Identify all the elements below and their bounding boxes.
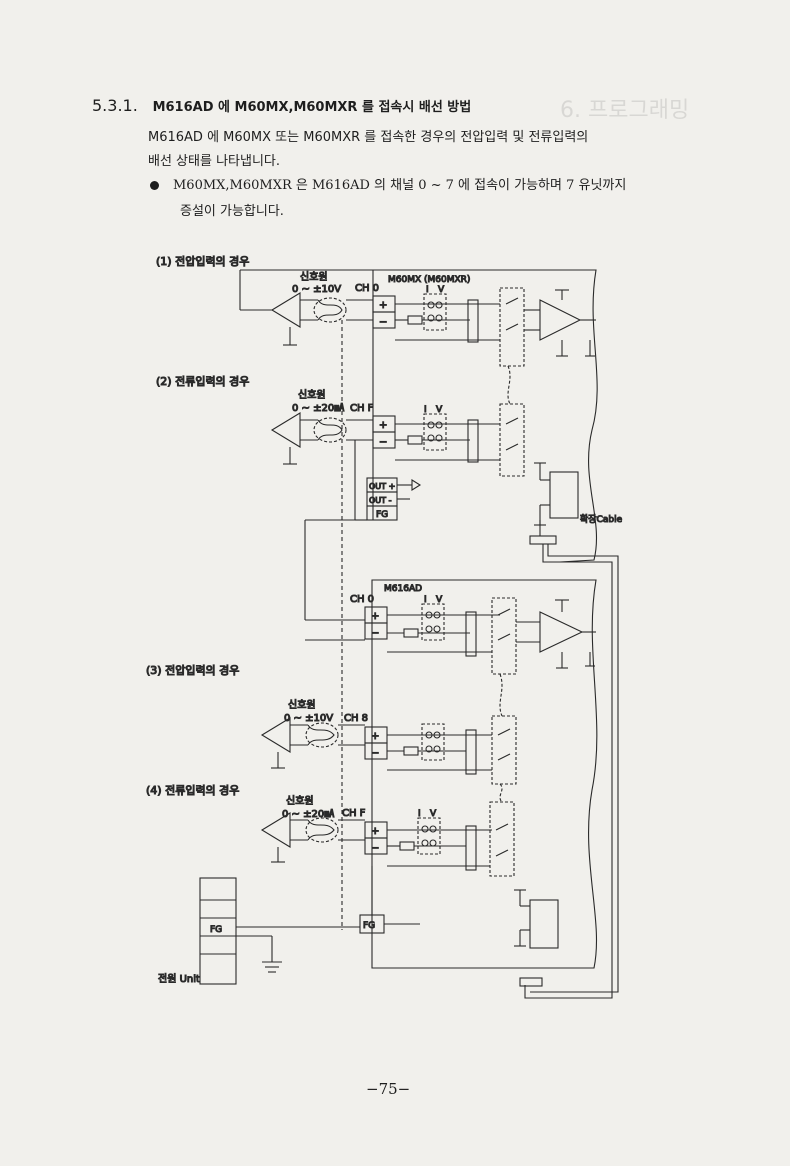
section-heading: 5.3.1. M616AD 에 M60MX,M60MXR 를 접속시 배선 방법 [92,96,471,115]
case2-channel: CH F [350,403,374,414]
fg-label-power: FG [210,925,222,935]
case3-source-icon [260,717,291,753]
case3-plus: + [371,731,379,742]
case4-minus: − [371,843,379,854]
out-plus-label: OUT + [369,482,395,491]
case2-shield-icon [313,417,347,443]
case4-channel: CH F [342,808,366,819]
case3-minus: − [371,748,379,759]
case1-channel: CH 0 [355,283,379,294]
case1-shield-icon [313,297,347,323]
case1-source-icon [270,292,301,328]
intro-line-1: M616AD 에 M60MX 또는 M60MXR 를 접속한 경우의 전압입력 … [148,130,589,145]
case1-i: I [426,285,429,295]
case1-source: 신호원 [300,271,328,283]
case3-circuit [260,673,517,785]
bullet-item: M60MX,M60MXR 은 M616AD 의 채널 0 ~ 7 에 접속이 가… [150,174,626,193]
case2-source: 신호원 [298,389,326,401]
fg-label-upper: FG [376,510,388,520]
m616ad-output-block [514,889,559,949]
section-number: 5.3.1. [92,96,138,115]
case4-v: V [430,809,437,819]
case1-plus: + [379,300,387,311]
case2-circuit [270,365,525,477]
case3-range: 0 ~ ±10V [284,713,333,724]
case2-label: (2) 전류입력의 경우 [156,375,249,388]
case1-circuit [240,287,596,367]
power-unit-label: 전원 Unit [158,973,200,985]
case2-range: 0 ~ ±20㎃ [292,403,344,414]
m616ad-i: I [424,595,427,605]
case3-shield-icon [305,722,339,748]
m616ad-label: M616AD [384,584,422,594]
case2-i: I [424,405,427,415]
case4-plus: + [371,826,379,837]
case4-source-icon [260,812,291,848]
wiring-trunk [239,269,373,930]
bullet-dot-icon [150,181,159,190]
case4-circuit [260,783,515,877]
section-title: M616AD 에 M60MX,M60MXR 를 접속시 배선 방법 [152,100,472,115]
case1-v: V [438,285,445,295]
case2-minus: − [379,437,387,448]
case1-minus: − [379,317,387,328]
case4-label: (4) 전류입력의 경우 [146,784,239,797]
out-minus-label: OUT - [369,496,392,505]
case4-range: 0 ~ ±20㎃ [282,809,334,820]
case4-shield-icon [305,817,339,843]
case2-plus: + [379,420,387,431]
bullet-line-1: M60MX,M60MXR 은 M616AD 의 채널 0 ~ 7 에 접속이 가… [173,178,627,193]
power-unit [199,866,420,985]
m616ad-v: V [436,595,443,605]
case4-source: 신호원 [286,795,314,807]
case1-range: 0 ~ ±10V [292,284,341,295]
m616ad-housing [371,579,598,969]
fg-label-lower: FG [363,921,375,931]
case3-source: 신호원 [288,699,316,711]
bleed-through-decoration: 6. 프로그래밍 [560,98,690,123]
extension-cable-label: 확장Cable [580,513,623,525]
m60mx-label: M60MX (M60MXR) [388,275,470,285]
case4-i: I [418,809,421,819]
extension-cable [519,520,619,999]
bullet-line-2: 증설이 가능합니다. [180,204,284,219]
case2-v: V [436,405,443,415]
page-number: −75− [366,1080,411,1098]
case3-label: (3) 전압입력의 경우 [146,664,239,677]
case2-source-icon [270,412,301,448]
m616ad-ch0-circuit [364,597,596,675]
m616ad-minus: − [371,628,379,639]
m60mx-housing [373,269,598,563]
m616ad-plus: + [371,611,379,622]
m616ad-channel: CH 0 [350,594,374,605]
intro-line-2: 배선 상태를 나타냅니다. [148,154,280,169]
output-block [366,462,579,526]
case3-channel: CH 8 [344,713,368,724]
case1-label: (1) 전압입력의 경우 [156,255,249,268]
